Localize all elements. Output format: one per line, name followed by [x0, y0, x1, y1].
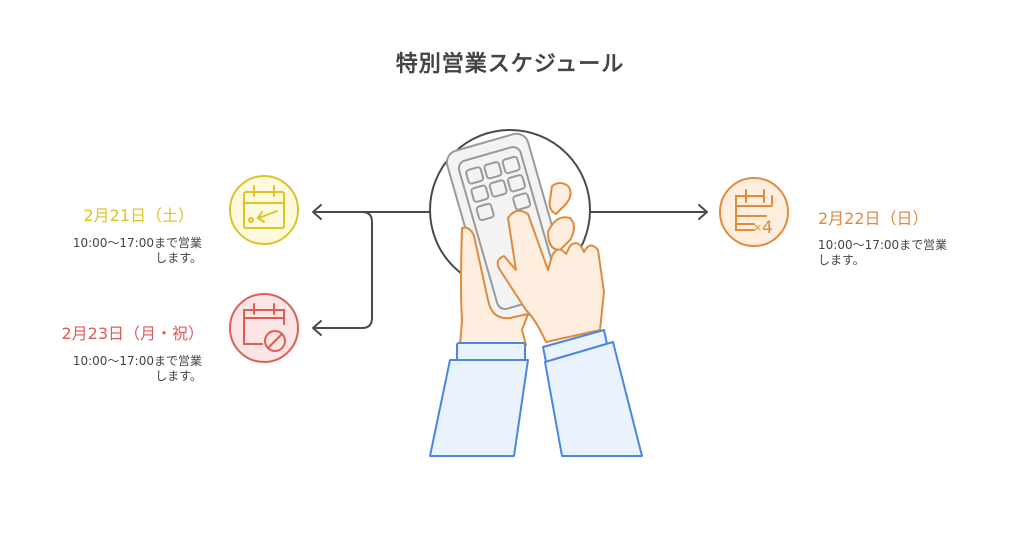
description-sun: 10:00〜17:00まで営業 します。	[818, 238, 978, 268]
description-mon: 10:00〜17:00まで営業 します。	[52, 354, 202, 384]
right-sleeve	[544, 341, 643, 457]
calendar-prohibited-icon	[229, 293, 299, 363]
calendar-arrow-icon	[229, 175, 299, 245]
svg-text:4: 4	[762, 218, 773, 238]
page-title: 特別営業スケジュール	[395, 52, 625, 77]
description-sat: 10:00〜17:00まで営業 します。	[52, 236, 202, 266]
arrowhead-sun	[698, 204, 708, 220]
description-sun-line1: 10:00〜17:00まで営業	[818, 238, 948, 252]
arrowhead-sat	[312, 204, 322, 220]
heading-sat: 2月21日（土）	[83, 206, 194, 225]
right-hand-illustration	[496, 182, 605, 343]
description-sat-line1: 10:00〜17:00まで営業	[72, 236, 202, 250]
description-mon-line1: 10:00〜17:00まで営業	[72, 354, 202, 368]
calendar-x4-icon: × 4	[719, 177, 789, 247]
left-cuff	[456, 342, 526, 362]
description-sun-line2: します。	[818, 253, 865, 267]
connectors	[312, 204, 708, 336]
heading-sun: 2月22日（日）	[818, 209, 929, 228]
description-sat-line2: します。	[155, 251, 202, 265]
heading-mon: 2月23日（月・祝）	[61, 324, 204, 343]
svg-text:×: ×	[753, 221, 762, 234]
connector-left-branch	[313, 211, 373, 329]
left-hand-illustration	[459, 226, 529, 346]
sleeves-illustration	[429, 329, 643, 457]
left-sleeve	[429, 359, 529, 457]
arrowhead-mon	[312, 320, 322, 336]
description-mon-line2: します。	[155, 369, 202, 383]
